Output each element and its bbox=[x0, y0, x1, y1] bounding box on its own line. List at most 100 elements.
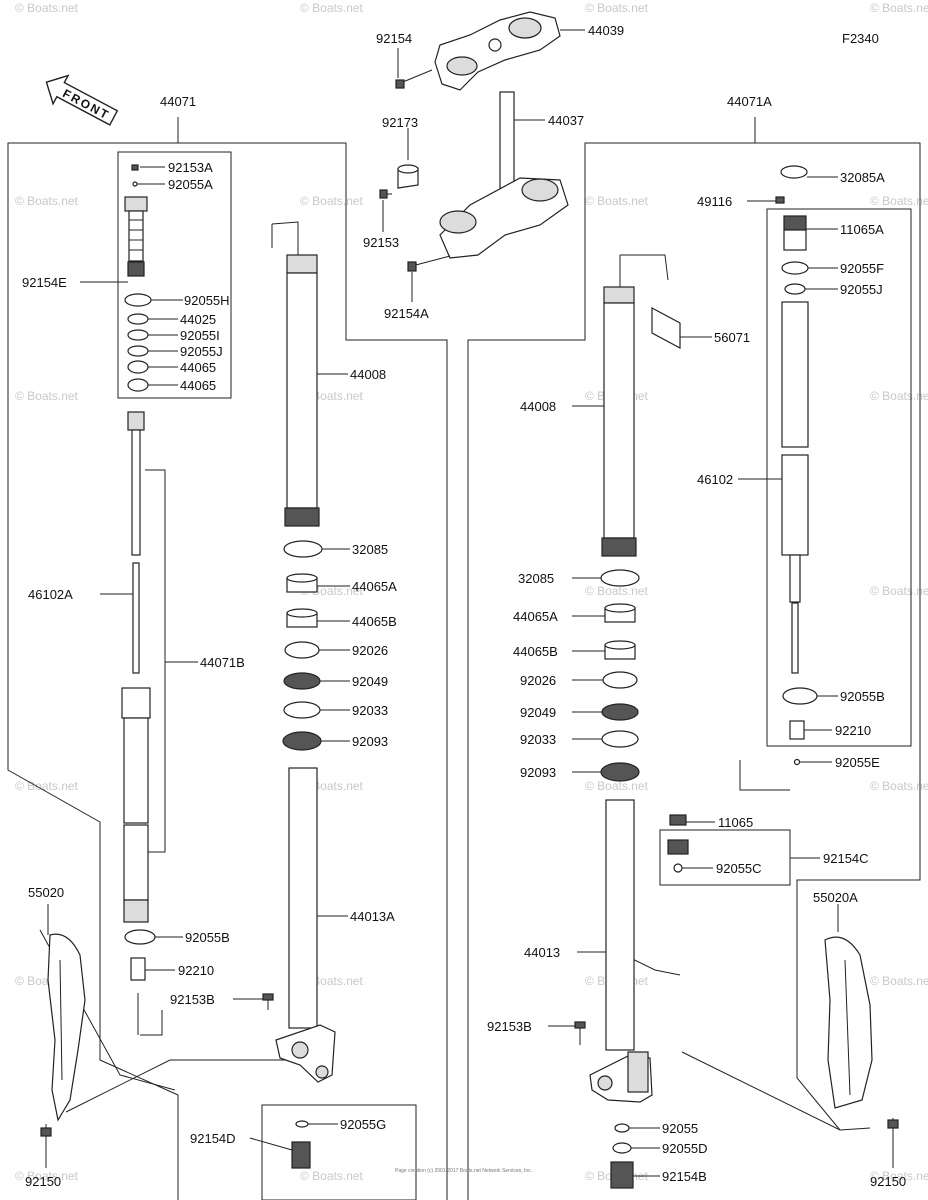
steering-stem bbox=[439, 91, 569, 259]
label-92055B: 92055B bbox=[840, 689, 885, 704]
label-92055J: 92055J bbox=[180, 344, 223, 359]
watermark: © Boats.net bbox=[300, 194, 364, 208]
label-46102: 46102 bbox=[697, 472, 733, 487]
label-92154E: 92154E bbox=[22, 275, 67, 290]
label-92153A: 92153A bbox=[168, 160, 213, 175]
label-92093: 92093 bbox=[352, 734, 388, 749]
clamp-collar bbox=[397, 164, 419, 189]
watermark: © Boats.net bbox=[300, 1, 364, 15]
label-44065B: 44065B bbox=[352, 614, 397, 629]
fork-guard-right bbox=[824, 936, 899, 1129]
label-92055B: 92055B bbox=[185, 930, 230, 945]
label-92033: 92033 bbox=[520, 732, 556, 747]
label-44065A: 44065A bbox=[513, 609, 558, 624]
label-92055F: 92055F bbox=[840, 261, 884, 276]
watermark: © Boats.net bbox=[585, 779, 649, 793]
label-92210: 92210 bbox=[835, 723, 871, 738]
label-44008-right: 44008 bbox=[520, 399, 556, 414]
watermark: © Boats.net bbox=[870, 584, 928, 598]
label-46102A: 46102A bbox=[28, 587, 73, 602]
label-92154: 92154 bbox=[376, 31, 412, 46]
drain-bolt-left bbox=[291, 1120, 311, 1169]
watermark: © Boats.net bbox=[870, 194, 928, 208]
label-92153B: 92153B bbox=[487, 1019, 532, 1034]
inner-tube-right bbox=[589, 799, 653, 1103]
label-92055D: 92055D bbox=[662, 1141, 708, 1156]
watermark: © Boats.net bbox=[870, 1, 928, 15]
watermark: © Boats.net bbox=[15, 779, 79, 793]
label-44071B: 44071B bbox=[200, 655, 245, 670]
watermark: © Boats.net bbox=[870, 389, 928, 403]
label-92150: 92150 bbox=[25, 1174, 61, 1189]
label-92153: 92153 bbox=[363, 235, 399, 250]
label-92173: 92173 bbox=[382, 115, 418, 130]
label-44025: 44025 bbox=[180, 312, 216, 327]
left-lower-small-parts bbox=[124, 929, 274, 1010]
label-11065: 11065 bbox=[718, 815, 753, 830]
label-92154C: 92154C bbox=[823, 851, 869, 866]
label-44071A: 44071A bbox=[727, 94, 772, 109]
inner-tube-left bbox=[275, 767, 336, 1083]
watermark: © Boats.net bbox=[300, 1169, 364, 1183]
label-92026: 92026 bbox=[520, 673, 556, 688]
label-44065: 44065 bbox=[180, 360, 216, 375]
label-44037: 44037 bbox=[548, 113, 584, 128]
part-labels: 44071 44071A 92154 44039 92173 44037 921… bbox=[22, 23, 906, 1189]
label-92154A: 92154A bbox=[384, 306, 429, 321]
label-44065B: 44065B bbox=[513, 644, 558, 659]
watermark: © Boats.net bbox=[870, 1169, 928, 1183]
watermark: © Boats.net bbox=[585, 584, 649, 598]
front-direction-arrow: FRONT bbox=[45, 74, 119, 126]
label-55020: 55020 bbox=[28, 885, 64, 900]
label-92210: 92210 bbox=[178, 963, 214, 978]
label-49116: 49116 bbox=[697, 194, 732, 209]
label-92093: 92093 bbox=[520, 765, 556, 780]
assembly-frames bbox=[7, 117, 921, 1200]
label-92026: 92026 bbox=[352, 643, 388, 658]
label-92055C: 92055C bbox=[716, 861, 762, 876]
label-92055G: 92055G bbox=[340, 1117, 386, 1132]
label-44013A: 44013A bbox=[350, 909, 395, 924]
watermark: © Boats.net bbox=[870, 974, 928, 988]
figure-code: F2340 bbox=[842, 31, 879, 46]
right-seals bbox=[600, 569, 640, 782]
label-92049: 92049 bbox=[520, 705, 556, 720]
watermark: © Boats.net bbox=[15, 1169, 79, 1183]
label-44039: 44039 bbox=[588, 23, 624, 38]
label-92154B: 92154B bbox=[662, 1169, 707, 1184]
outer-tube-left bbox=[284, 254, 320, 527]
label-92055E: 92055E bbox=[835, 755, 880, 770]
bolt bbox=[395, 69, 433, 89]
label-92055: 92055 bbox=[662, 1121, 698, 1136]
label-92055J: 92055J bbox=[840, 282, 883, 297]
label-92055A: 92055A bbox=[168, 177, 213, 192]
label-11065A: 11065A bbox=[840, 222, 884, 237]
label-32085A: 32085A bbox=[840, 170, 885, 185]
footer-copyright: Page creation (c) 2001-2017 Boats.net Ne… bbox=[395, 1168, 532, 1174]
watermark: © Boats.net bbox=[585, 1, 649, 15]
damper-rod-assembly bbox=[121, 411, 151, 923]
label-44065A: 44065A bbox=[352, 579, 397, 594]
label-32085: 32085 bbox=[352, 542, 388, 557]
watermarks: © Boats.net © Boats.net © Boats.net © Bo… bbox=[15, 1, 928, 1183]
left-seals bbox=[282, 540, 323, 751]
label-92055H: 92055H bbox=[184, 293, 230, 308]
watermark: © Boats.net bbox=[15, 389, 79, 403]
label-56071: 56071 bbox=[714, 330, 750, 345]
label-32085: 32085 bbox=[518, 571, 554, 586]
watermark: © Boats.net bbox=[585, 194, 649, 208]
label-44008-left: 44008 bbox=[350, 367, 386, 382]
fork-guard-left bbox=[40, 933, 86, 1137]
label-44071: 44071 bbox=[160, 94, 196, 109]
label-92150: 92150 bbox=[870, 1174, 906, 1189]
label-44013: 44013 bbox=[524, 945, 560, 960]
label-92033: 92033 bbox=[352, 703, 388, 718]
label-44065: 44065 bbox=[180, 378, 216, 393]
cartridge-kit-parts bbox=[124, 164, 152, 392]
upper-triple-clamp bbox=[434, 11, 561, 91]
watermark: © Boats.net bbox=[15, 194, 79, 208]
outer-tube-right bbox=[601, 286, 681, 557]
label-55020A: 55020A bbox=[813, 890, 858, 905]
label-92154D: 92154D bbox=[190, 1131, 236, 1146]
